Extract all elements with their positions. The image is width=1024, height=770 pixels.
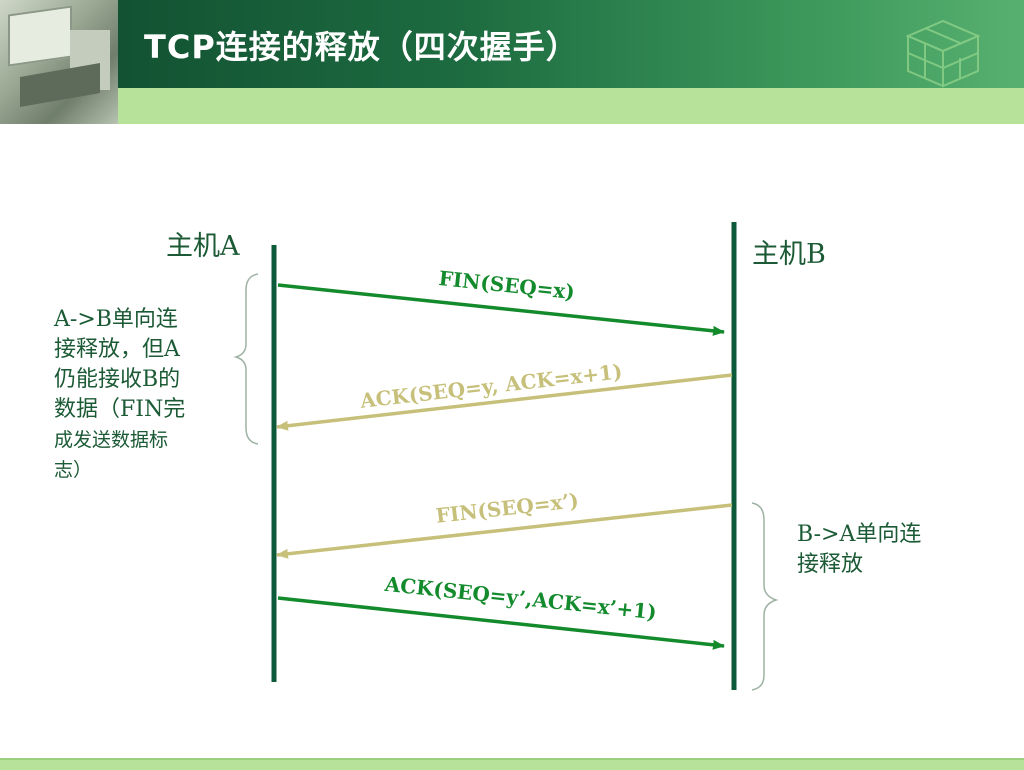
note-line: 数据（FIN完 xyxy=(54,397,186,422)
host-b-label: 主机B xyxy=(752,239,826,270)
note-line: 接释放，但A xyxy=(54,337,180,362)
cube-logo-icon xyxy=(905,19,981,88)
right-brace xyxy=(751,502,779,691)
left-brace xyxy=(233,273,259,445)
note-line: A->B单向连 xyxy=(54,307,178,332)
message-ack-1: ACK(SEQ=y, ACK=x+1) xyxy=(276,359,733,431)
message-arrow xyxy=(277,596,725,650)
note-line: B->A单向连 xyxy=(797,522,922,547)
message-label: ACK(SEQ=y, ACK=x+1) xyxy=(358,359,623,413)
slide-title: TCP连接的释放（四次握手） xyxy=(144,28,579,66)
message-label: FIN(SEQ=x) xyxy=(438,266,576,304)
message-fin-2: FIN(SEQ=x’) xyxy=(276,488,733,559)
note-line: 成发送数据标 xyxy=(54,429,169,451)
message-label: FIN(SEQ=x’) xyxy=(435,488,580,528)
message-label: ACK(SEQ=y’,ACK=x’+1) xyxy=(383,572,658,625)
message-ack-2: ACK(SEQ=y’,ACK=x’+1) xyxy=(277,572,725,650)
message-arrow xyxy=(277,283,725,336)
message-arrow xyxy=(276,373,733,431)
note-line: 接释放 xyxy=(797,552,864,577)
host-a-label: 主机A xyxy=(166,231,240,262)
header-banner: TCP连接的释放（四次握手） xyxy=(0,0,1024,88)
left-note: A->B单向连 接释放，但A 仍能接收B的 数据（FIN完 成发送数据标 志） xyxy=(54,305,185,485)
footer-bar xyxy=(0,758,1024,770)
message-arrow xyxy=(276,503,733,559)
header-subbar xyxy=(118,88,1024,124)
note-line: 仍能接收B的 xyxy=(54,367,181,392)
header-photo xyxy=(0,0,118,124)
note-line: 志） xyxy=(54,459,93,481)
right-note: B->A单向连 接释放 xyxy=(797,520,921,580)
message-fin-1: FIN(SEQ=x) xyxy=(277,266,725,336)
